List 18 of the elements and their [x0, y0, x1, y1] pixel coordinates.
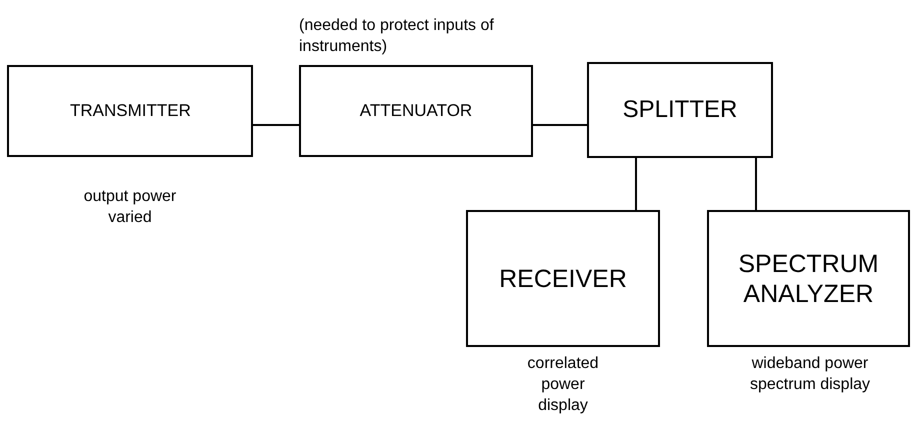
connector-line — [253, 124, 299, 126]
block-label: SPECTRUM ANALYZER — [737, 248, 880, 308]
block-box — [299, 65, 533, 157]
connector-line — [533, 124, 587, 126]
block-label: SPLITTER — [622, 96, 738, 124]
connector-line — [635, 158, 637, 210]
block-box — [587, 62, 773, 158]
block-box — [707, 210, 910, 347]
annotation-text: wideband power spectrum display — [748, 354, 872, 395]
block-box — [466, 210, 660, 347]
annotation-text: output power varied — [82, 187, 178, 228]
block-box — [7, 65, 253, 157]
annotation-text: (needed to protect inputs of instruments) — [299, 16, 495, 57]
block-label: ATTENUATOR — [360, 100, 472, 122]
block-label: TRANSMITTER — [70, 100, 190, 122]
annotation-text: correlated power display — [526, 354, 600, 416]
block-label: RECEIVER — [499, 264, 627, 294]
connector-line — [755, 158, 757, 210]
